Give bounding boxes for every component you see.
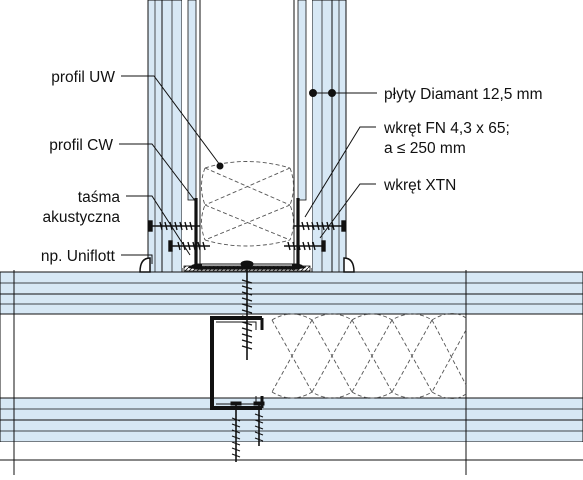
label-profil-uw: profil UW (51, 69, 115, 86)
fn-screw-left-top (148, 220, 200, 232)
bottom-screws (230, 401, 265, 462)
label-wkret-xtn: wkręt XTN (383, 177, 456, 194)
leader-wkret-fn (304, 126, 376, 218)
vertical-wall (147, 0, 347, 273)
leader-wkret-xtn (319, 183, 376, 239)
labels: profil UW profil CW taśma akustyczna np.… (41, 69, 543, 265)
label-plyty-diamant: płyty Diamant 12,5 mm (384, 86, 543, 103)
leader-uniflott (121, 254, 153, 264)
label-tasma-line1: taśma (78, 189, 121, 206)
leader-profil-uw (121, 75, 221, 166)
label-uniflott: np. Uniflott (41, 248, 116, 265)
fn-screw-right-bottom (284, 240, 326, 252)
fn-screws (148, 220, 346, 252)
uniflott-sealant (139, 257, 355, 273)
label-tasma-line2: akustyczna (42, 209, 120, 226)
label-profil-cw: profil CW (49, 137, 113, 154)
vertical-screw-uw (240, 260, 254, 360)
label-wkret-fn-line2: a ≤ 250 mm (384, 140, 466, 157)
leader-tasma (126, 195, 191, 256)
fn-screw-right-top (294, 220, 346, 232)
insulation-horizontal (271, 313, 467, 399)
leader-profil-cw (119, 143, 197, 203)
label-wkret-fn-line1: wkręt FN 4,3 x 65; (383, 120, 510, 137)
leader-lines (119, 75, 377, 264)
fn-screw-left-bottom (168, 240, 210, 252)
insulation-vertical (201, 161, 294, 247)
horizontal-wall (0, 270, 583, 475)
